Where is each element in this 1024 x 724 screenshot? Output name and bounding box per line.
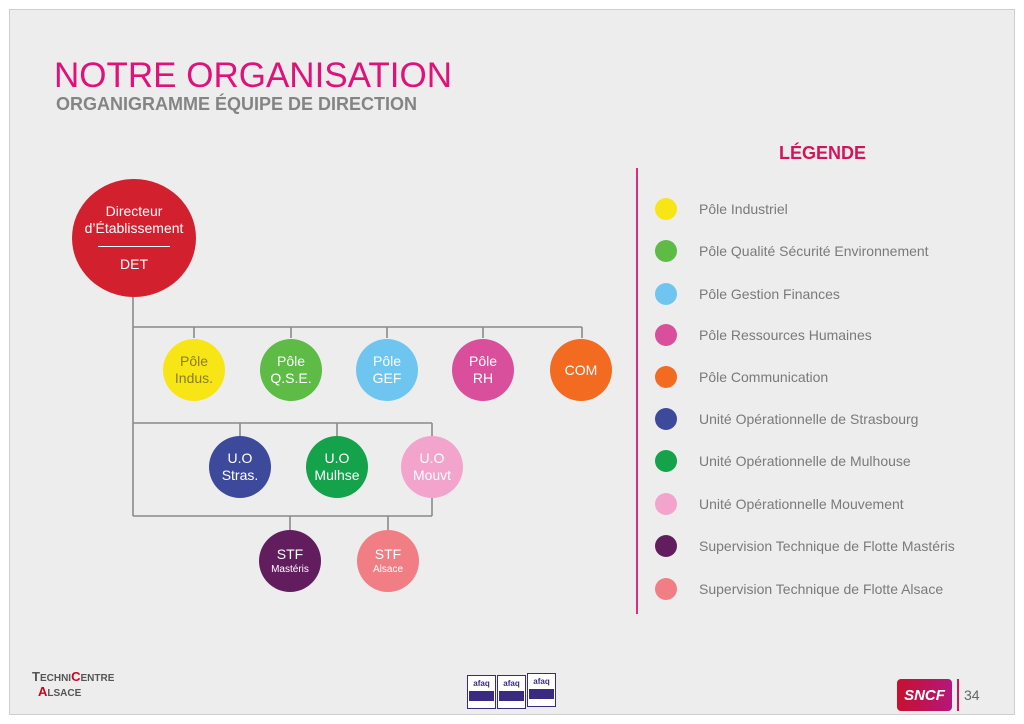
legend-item: Supervision Technique de Flotte Alsace [655, 577, 943, 601]
node-line2: Mouvt [412, 467, 452, 483]
node-line2: GEF [372, 370, 402, 386]
legend-item: Unité Opérationnelle de Strasbourg [655, 407, 918, 431]
legend-dot-icon [655, 578, 677, 600]
org-node-det: Directeur d’Établissement DET [72, 179, 196, 297]
node-line2: Mulhse [314, 467, 360, 483]
node-line1: Pôle [372, 353, 402, 369]
org-node-pole-gef: Pôle GEF [356, 339, 418, 401]
afaq-label: afaq [533, 677, 550, 686]
legend-divider [636, 168, 638, 614]
node-line2: Q.S.E. [270, 370, 312, 386]
node-line1: U.O [227, 450, 253, 466]
logo-text: ECHNI [39, 673, 72, 684]
org-node-com: COM [550, 339, 612, 401]
logo-letter: A [38, 684, 48, 699]
legend-dot-icon [655, 366, 677, 388]
legend-label: Pôle Ressources Humaines [699, 327, 872, 343]
node-line2: Stras. [221, 467, 259, 483]
legend-label: Unité Opérationnelle de Mulhouse [699, 453, 911, 469]
afaq-badge: afaq [467, 675, 496, 709]
org-node-uo-mouvt: U.O Mouvt [401, 436, 463, 498]
page-number-divider [957, 679, 959, 711]
legend-label: Pôle Gestion Finances [699, 286, 840, 302]
legend-label: Supervision Technique de Flotte Mastéris [699, 538, 955, 554]
legend-dot-icon [655, 324, 677, 346]
legend-item: Pôle Industriel [655, 197, 788, 221]
det-abbr: DET [120, 256, 148, 272]
legend-label: Pôle Qualité Sécurité Environnement [699, 243, 929, 259]
logo-text: ENTRE [80, 673, 115, 684]
legend-dot-icon [655, 408, 677, 430]
legend-item: Unité Opérationnelle de Mulhouse [655, 449, 911, 473]
node-line2: Indus. [174, 370, 214, 386]
page-subtitle: ORGANIGRAMME ÉQUIPE DE DIRECTION [56, 94, 418, 114]
node-line2: RH [472, 370, 494, 386]
node-line1: Pôle [179, 353, 209, 369]
node-line1: Pôle [468, 353, 498, 369]
org-node-pole-indus: Pôle Indus. [163, 339, 225, 401]
node-line1: STF [374, 545, 402, 562]
page-title: NOTRE ORGANISATION [54, 56, 452, 95]
legend-dot-icon [655, 493, 677, 515]
legend-dot-icon [655, 198, 677, 220]
det-separator [98, 246, 170, 247]
logo-letter: C [71, 669, 81, 684]
legend-item: Unité Opérationnelle Mouvement [655, 492, 904, 516]
det-line1: Directeur [105, 203, 163, 219]
logo-text: LSACE [47, 688, 82, 699]
technicentre-logo: TECHNICENTRE ALSACE [32, 670, 114, 700]
sncf-logo: SNCF [897, 679, 952, 711]
node-line1: Pôle [276, 353, 306, 369]
afaq-label: afaq [473, 679, 490, 688]
afaq-label: afaq [503, 679, 520, 688]
legend-dot-icon [655, 283, 677, 305]
afaq-badge: afaq [497, 675, 526, 709]
org-node-stf-masteris: STF Mastéris [259, 530, 321, 592]
det-line2: d’Établissement [84, 220, 184, 236]
logo-letter: T [32, 669, 40, 684]
legend-dot-icon [655, 240, 677, 262]
legend-label: Unité Opérationnelle Mouvement [699, 496, 904, 512]
legend-item: Pôle Ressources Humaines [655, 323, 872, 347]
org-connectors [132, 296, 583, 530]
legend-label: Supervision Technique de Flotte Alsace [699, 581, 944, 597]
org-node-uo-mulhse: U.O Mulhse [306, 436, 368, 498]
node-line1: U.O [324, 450, 350, 466]
legend-dot-icon [655, 535, 677, 557]
page-number: 34 [964, 687, 980, 703]
legend-item: Pôle Qualité Sécurité Environnement [655, 239, 929, 263]
legend-label: Pôle Industriel [699, 201, 788, 217]
legend-item: Supervision Technique de Flotte Mastéris [655, 534, 955, 558]
node-line1: U.O [419, 450, 445, 466]
afaq-badge: afaq [527, 673, 556, 707]
legend-label: Unité Opérationnelle de Strasbourg [699, 411, 919, 427]
legend-label: Pôle Communication [699, 369, 829, 385]
legend-title: LÉGENDE [779, 143, 867, 163]
org-node-stf-alsace: STF Alsace [357, 530, 419, 592]
legend-item: Pôle Communication [655, 365, 828, 389]
node-line2: Mastéris [271, 563, 309, 575]
legend-dot-icon [655, 450, 677, 472]
legend-item: Pôle Gestion Finances [655, 282, 840, 306]
node-line1: STF [276, 545, 304, 562]
node-line1: COM [564, 361, 598, 378]
slide: NOTRE ORGANISATION ORGANIGRAMME ÉQUIPE D… [9, 9, 1015, 715]
node-line2: Alsace [372, 563, 403, 575]
org-node-uo-stras: U.O Stras. [209, 436, 271, 498]
org-node-pole-rh: Pôle RH [452, 339, 514, 401]
org-node-pole-qse: Pôle Q.S.E. [260, 339, 322, 401]
